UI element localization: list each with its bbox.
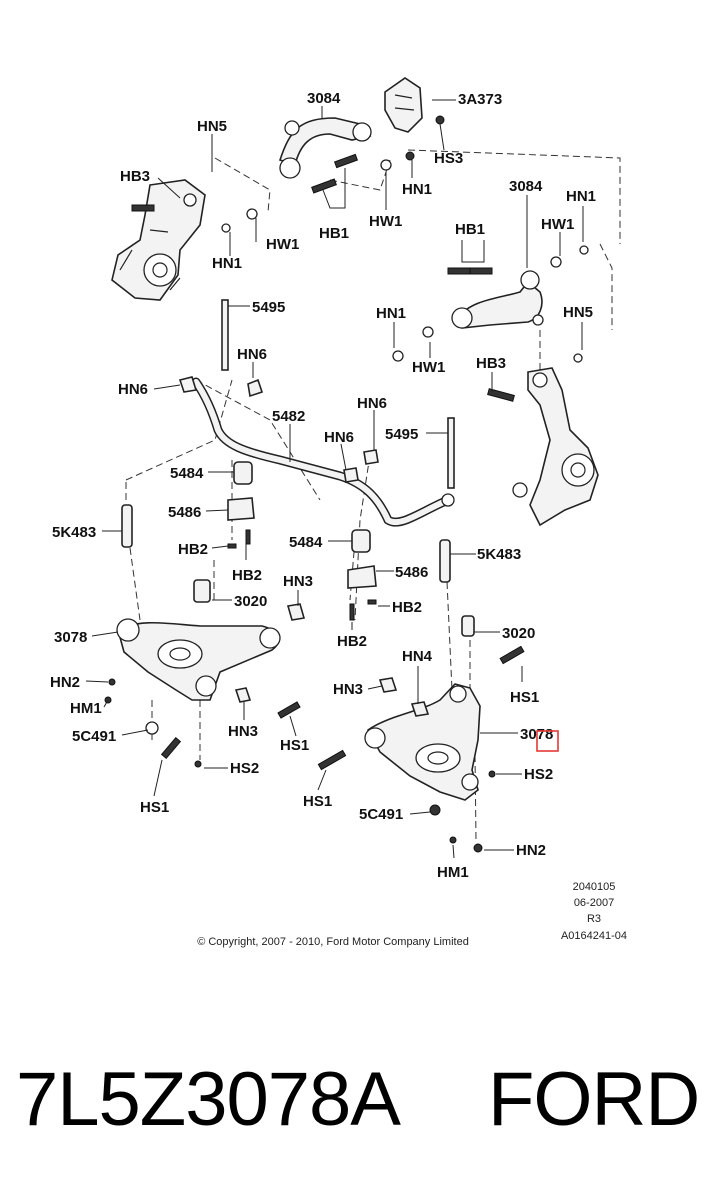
callout-5482[interactable]: 5482 (272, 408, 305, 425)
callout-labels: 3084 3A373 HN5 HS3 HB3 HN1 HW1 HB1 HW1 H… (50, 90, 596, 881)
revision-date: 06-2007 (574, 897, 614, 909)
brand-name: FORD (488, 1057, 700, 1142)
callout-hs2-right[interactable]: HS2 (524, 766, 553, 783)
revision: R3 (587, 913, 601, 925)
right-steering-knuckle (487, 367, 599, 527)
callout-5486-center[interactable]: 5486 (395, 564, 428, 581)
callout-hn3-left-lower[interactable]: HN3 (228, 723, 258, 740)
suspension-exploded-diagram: 3084 3A373 HN5 HS3 HB3 HN1 HW1 HB1 HW1 H… (50, 77, 627, 948)
callout-hn6-left[interactable]: HN6 (118, 381, 148, 398)
callout-hn5-left[interactable]: HN5 (197, 118, 227, 135)
callout-hw1-right-mid[interactable]: HW1 (412, 359, 445, 376)
part-number: 7L5Z3078A (16, 1057, 401, 1142)
callout-3a373[interactable]: 3A373 (458, 91, 502, 108)
small-hardware (104, 208, 589, 853)
bracket-3a373 (380, 77, 445, 171)
callout-hn1-right-top[interactable]: HN1 (566, 188, 596, 205)
callout-hb1-left[interactable]: HB1 (319, 225, 349, 242)
reference-code: A0164241-04 (561, 930, 627, 942)
part-footer: 7L5Z3078A FORD (0, 1050, 708, 1160)
lower-right-control-arm (317, 645, 525, 816)
callout-hs1-right-lower[interactable]: HS1 (303, 793, 332, 810)
leader-lines (85, 99, 584, 859)
callout-hb3-left[interactable]: HB3 (120, 168, 150, 185)
callout-hn1-right-mid[interactable]: HN1 (376, 305, 406, 322)
callout-hm1-left[interactable]: HM1 (70, 700, 102, 717)
diagram-meta: 2040105 06-2007 R3 A0164241-04 © Copyrig… (197, 881, 627, 948)
callout-5k483-left[interactable]: 5K483 (52, 524, 96, 541)
callout-hm1-right[interactable]: HM1 (437, 864, 469, 881)
callout-hs1-left-lower[interactable]: HS1 (140, 799, 169, 816)
callout-hw1-right-top[interactable]: HW1 (541, 216, 574, 233)
callout-5484-center[interactable]: 5484 (289, 534, 323, 551)
callout-5c491-left[interactable]: 5C491 (72, 728, 116, 745)
callout-hs2-left[interactable]: HS2 (230, 760, 259, 777)
callout-hw1-top[interactable]: HW1 (369, 213, 402, 230)
callout-hn6-top[interactable]: HN6 (237, 346, 267, 363)
callout-5c491-right[interactable]: 5C491 (359, 806, 403, 823)
stabilizer-hardware (121, 299, 475, 637)
callout-3020-left[interactable]: 3020 (234, 593, 267, 610)
callout-hn2-left[interactable]: HN2 (50, 674, 80, 691)
callout-hs1-center[interactable]: HS1 (280, 737, 309, 754)
illustration-number: 2040105 (573, 881, 616, 893)
callout-hn3-center[interactable]: HN3 (283, 573, 313, 590)
callout-hb3-right[interactable]: HB3 (476, 355, 506, 372)
callout-3020-right[interactable]: 3020 (502, 625, 535, 642)
callout-3084-upper-right[interactable]: 3084 (509, 178, 543, 195)
callout-5484-left[interactable]: 5484 (170, 465, 204, 482)
callout-5k483-right[interactable]: 5K483 (477, 546, 521, 563)
callout-hw1-left[interactable]: HW1 (266, 236, 299, 253)
highlight-box (536, 730, 559, 752)
callout-hb2-center[interactable]: HB2 (392, 599, 422, 616)
callout-hb2-left-lower[interactable]: HB2 (232, 567, 262, 584)
lower-left-control-arm (116, 618, 301, 760)
callout-hn4[interactable]: HN4 (402, 648, 433, 665)
callout-5486-left[interactable]: 5486 (168, 504, 201, 521)
callout-hs1-right-upper[interactable]: HS1 (510, 689, 539, 706)
callout-hs3[interactable]: HS3 (434, 150, 463, 167)
callout-hn1-top[interactable]: HN1 (402, 181, 432, 198)
callout-hn2-right[interactable]: HN2 (516, 842, 546, 859)
callout-hn1-left[interactable]: HN1 (212, 255, 242, 272)
callout-hb1-right[interactable]: HB1 (455, 221, 485, 238)
callout-5495-left[interactable]: 5495 (252, 299, 285, 316)
stabilizer-bar-5482 (191, 377, 455, 527)
upper-left-control-arm (278, 117, 372, 194)
copyright-notice: © Copyright, 2007 - 2010, Ford Motor Com… (197, 936, 469, 948)
callout-hb2-left[interactable]: HB2 (178, 541, 208, 558)
callout-hb2-center-lower[interactable]: HB2 (337, 633, 367, 650)
callout-3084-upper-left[interactable]: 3084 (307, 90, 341, 107)
callout-5495-right[interactable]: 5495 (385, 426, 418, 443)
callout-hn6-center-lower[interactable]: HN6 (324, 429, 354, 446)
callout-hn6-center[interactable]: HN6 (357, 395, 387, 412)
callout-hn5-right[interactable]: HN5 (563, 304, 593, 321)
callout-3078-left[interactable]: 3078 (54, 629, 87, 646)
upper-right-control-arm (447, 267, 544, 329)
left-steering-knuckle (111, 179, 206, 301)
callout-hn3-right[interactable]: HN3 (333, 681, 363, 698)
